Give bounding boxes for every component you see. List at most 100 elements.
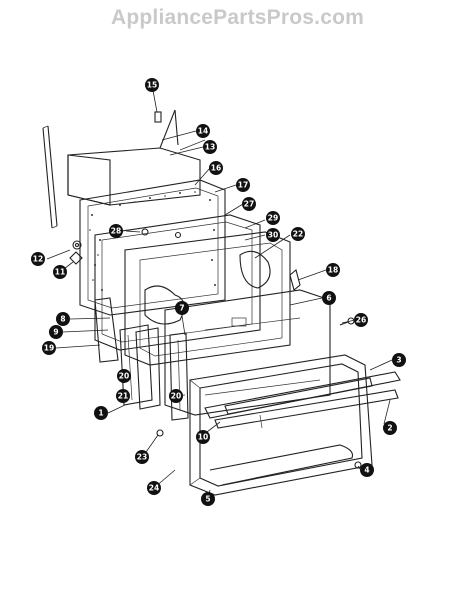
callout-number: 15	[147, 81, 157, 90]
callout-circle	[326, 263, 340, 277]
callout-circle	[242, 197, 256, 211]
callout-18: 18	[326, 263, 340, 277]
callout-circle	[322, 291, 336, 305]
callout-circle	[169, 389, 183, 403]
callout-16: 16	[209, 161, 223, 175]
callout-20: 20	[117, 369, 131, 383]
callout-10: 10	[196, 430, 210, 444]
callout-14: 14	[196, 124, 210, 138]
callout-circle	[266, 228, 280, 242]
callout-number: 8	[60, 315, 65, 324]
callout-number: 16	[211, 164, 221, 173]
callout-number: 26	[356, 316, 366, 325]
leader-lines	[46, 84, 393, 500]
callout-number: 29	[268, 214, 278, 223]
callout-9: 9	[49, 325, 63, 339]
callout-number: 6	[326, 294, 331, 303]
callout-6: 6	[322, 291, 336, 305]
inner-door-panels	[94, 214, 331, 416]
callout-8: 8	[56, 312, 70, 326]
callout-circle	[360, 463, 374, 477]
callout-23: 23	[135, 450, 149, 464]
callout-17: 17	[236, 178, 250, 192]
callout-4: 4	[360, 463, 374, 477]
callout-circle	[201, 492, 215, 506]
callout-27: 27	[242, 197, 256, 211]
callout-circle	[203, 140, 217, 154]
callout-7: 7	[175, 301, 189, 315]
callout-22: 22	[291, 227, 305, 241]
callout-circle	[209, 161, 223, 175]
callout-24: 24	[147, 481, 161, 495]
callout-29: 29	[266, 211, 280, 225]
callout-13: 13	[203, 140, 217, 154]
callout-circle	[383, 421, 397, 435]
callout-20: 20	[169, 389, 183, 403]
callout-circle	[116, 389, 130, 403]
callout-1: 1	[94, 406, 108, 420]
callout-2: 2	[383, 421, 397, 435]
callout-15: 15	[145, 78, 159, 92]
callout-circle	[49, 325, 63, 339]
callout-number: 24	[149, 484, 159, 493]
callout-circle	[31, 252, 45, 266]
callout-21: 21	[116, 389, 130, 403]
callout-circle	[42, 341, 56, 355]
callout-26: 26	[354, 313, 368, 327]
fasteners	[69, 228, 362, 469]
callout-19: 19	[42, 341, 56, 355]
callout-number: 9	[53, 328, 58, 337]
callout-circle	[53, 265, 67, 279]
callout-circle	[135, 450, 149, 464]
callout-circle	[196, 430, 210, 444]
callout-number: 22	[293, 230, 303, 239]
callout-number: 18	[328, 266, 338, 275]
callout-circle	[354, 313, 368, 327]
upper-bracket-assembly	[67, 109, 206, 206]
callout-circle	[109, 224, 123, 238]
callout-circle	[266, 211, 280, 225]
callout-circle	[392, 353, 406, 367]
callout-number: 27	[244, 200, 254, 209]
watermark-text: AppliancePartsPros.com	[111, 6, 364, 29]
door-handle	[204, 371, 401, 429]
callout-number: 1	[98, 409, 103, 418]
insulation-panel	[79, 179, 226, 316]
callout-number: 10	[198, 433, 208, 442]
callout-number: 20	[171, 392, 181, 401]
callout-number: 4	[364, 466, 369, 475]
side-channels	[119, 324, 189, 421]
callout-30: 30	[266, 228, 280, 242]
callout-circle	[145, 78, 159, 92]
callout-circle	[56, 312, 70, 326]
callout-number: 12	[33, 255, 43, 264]
callout-number: 5	[205, 495, 210, 504]
callout-circle	[147, 481, 161, 495]
callout-number: 17	[238, 181, 248, 190]
callout-number: 30	[268, 231, 278, 240]
callout-number: 7	[179, 304, 184, 313]
callout-number: 23	[137, 453, 147, 462]
callout-number: 19	[44, 344, 54, 353]
callout-3: 3	[392, 353, 406, 367]
callout-number: 13	[205, 143, 215, 152]
callout-circle	[117, 369, 131, 383]
callout-circle	[236, 178, 250, 192]
callout-number: 11	[55, 268, 65, 277]
callout-number: 2	[387, 424, 392, 433]
callout-5: 5	[201, 492, 215, 506]
callout-number: 14	[198, 127, 208, 136]
callout-circle	[175, 301, 189, 315]
callout-circle	[196, 124, 210, 138]
callout-number: 3	[396, 356, 401, 365]
callout-number: 21	[118, 392, 128, 401]
left-side-strip	[42, 125, 58, 229]
callout-circle	[291, 227, 305, 241]
callout-12: 12	[31, 252, 45, 266]
callout-number: 20	[119, 372, 129, 381]
outer-door-frame	[189, 354, 373, 496]
callout-number: 28	[111, 227, 121, 236]
